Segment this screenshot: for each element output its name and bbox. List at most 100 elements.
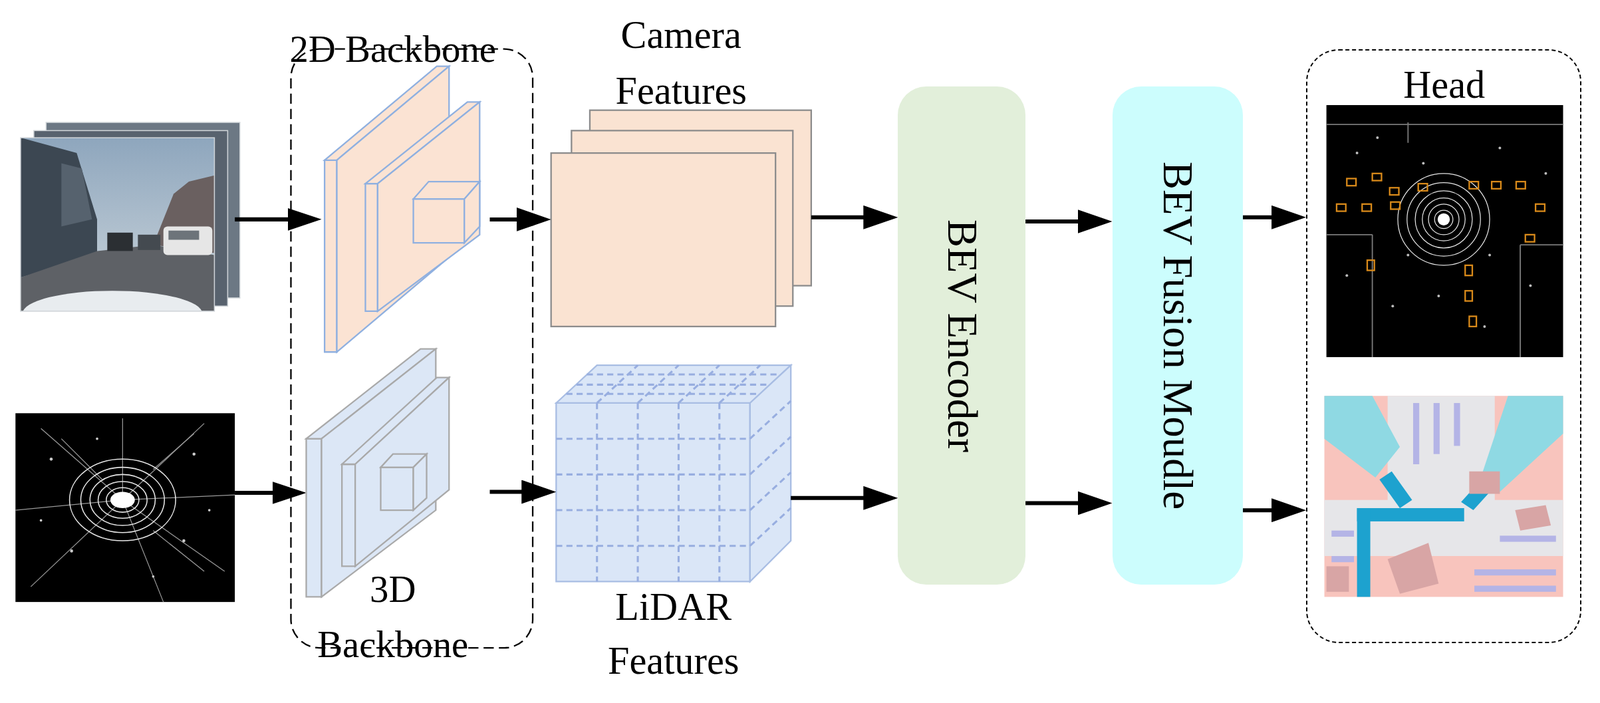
detection-output-image (1326, 105, 1564, 358)
camera-image (20, 137, 215, 312)
node-label: LiDAR Features (586, 579, 761, 688)
detection-output-image (1336, 204, 1346, 212)
flow-arrow (1025, 219, 1098, 224)
map-segmentation-image (1499, 535, 1556, 542)
cnn-backbone-symbol (324, 160, 337, 352)
lidar-scan (69, 458, 177, 541)
map-segmentation-image (1379, 471, 1412, 509)
voxel-grid-cube (750, 365, 791, 582)
camera-image (20, 137, 215, 312)
map-segmentation-image (1324, 395, 1401, 478)
detection-output-image (1535, 204, 1545, 212)
map-segmentation-image (1474, 585, 1557, 592)
detection-output-image (1415, 190, 1473, 249)
voxel-grid-cube (555, 365, 791, 582)
voxel-grid-cube (555, 365, 791, 582)
detection-output-image (1375, 136, 1379, 139)
detection-output-image (1437, 213, 1450, 226)
detection-output-image (1498, 146, 1501, 149)
feature-map-stack (551, 152, 777, 327)
node-label: Camera Features (594, 7, 769, 120)
detection-output-image (1326, 122, 1564, 358)
camera-image (137, 234, 161, 251)
lidar-scan (192, 452, 196, 456)
backbone-group-outline (290, 49, 533, 649)
map-segmentation-image (1468, 471, 1500, 495)
camera-image (22, 290, 203, 312)
lidar-scan (208, 508, 211, 512)
flow-arrow (1242, 215, 1292, 220)
lidar-scan (89, 474, 155, 526)
detection-output-image (1468, 316, 1477, 327)
detection-output-image (1372, 173, 1382, 181)
map-segmentation-image (1326, 471, 1552, 594)
lidar-scan (69, 549, 74, 553)
voxel-backbone-symbol (305, 438, 322, 598)
detection-output-image (1468, 181, 1479, 189)
detection-output-image (1355, 151, 1359, 155)
lidar-scan (49, 457, 54, 461)
voxel-grid-cube (597, 402, 720, 582)
map-segmentation-image (1331, 530, 1354, 537)
camera-image (107, 232, 133, 252)
lidar-scan (95, 437, 99, 441)
lidar-scan (98, 481, 148, 519)
node-label: 2D Backbone (260, 26, 526, 72)
detection-output-image (1418, 183, 1428, 191)
detection-output-image (1488, 254, 1491, 257)
node-label: BEV Fusion Moudle (1154, 161, 1201, 510)
detection-output-image (1421, 161, 1425, 165)
head-group: Head (1306, 49, 1582, 644)
voxel-grid-cube (555, 365, 791, 582)
detection-output-image (1367, 260, 1375, 270)
lidar-scan (106, 487, 139, 513)
cnn-backbone-symbol (365, 183, 378, 312)
camera-image (163, 226, 213, 256)
map-segmentation-image (1357, 508, 1465, 522)
detection-output-image (1326, 122, 1564, 358)
lidar-scan (69, 458, 177, 541)
detection-output-image (1326, 105, 1564, 358)
camera-image (20, 122, 241, 336)
detection-output-image (1397, 173, 1490, 266)
cnn-backbone-symbol (413, 198, 465, 243)
detection-output-image (1516, 181, 1526, 189)
feature-volume-block: LiDAR Features (555, 365, 791, 692)
map-segmentation-image (1514, 504, 1551, 531)
lidar-scan (80, 467, 165, 533)
voxel-backbone-symbol (355, 377, 449, 567)
detection-output-image (1525, 234, 1535, 243)
map-segmentation-image (1433, 402, 1440, 455)
feature-map-stack (551, 110, 812, 327)
lidar-scan (61, 433, 205, 572)
map-segmentation-image (1387, 542, 1440, 594)
lidar-scan (39, 519, 43, 523)
detection-output-image (1397, 173, 1490, 266)
flow-arrow (490, 490, 542, 495)
detection-output-image (1345, 136, 1547, 328)
voxel-grid-cube (566, 374, 781, 394)
feature-map-block: Camera Features (551, 7, 812, 327)
flow-arrow (790, 496, 884, 501)
map-segmentation-image (1326, 565, 1350, 592)
detection-output-image (1465, 290, 1473, 301)
node-label: 3D Backbone (305, 561, 480, 673)
lidar-scan (39, 437, 211, 578)
detection-output-image (1406, 254, 1410, 257)
lidar-scan (15, 412, 235, 602)
input-arrow (234, 217, 308, 222)
backbone-block: 2D Backbone (295, 26, 491, 352)
flow-arrow (811, 215, 884, 220)
map-segmentation-image (1331, 555, 1354, 562)
detection-output-image (1345, 273, 1348, 277)
detection-output-image (1346, 178, 1356, 186)
detection-output-image (1422, 198, 1466, 241)
flow-arrow (1025, 500, 1098, 505)
flow-arrow (490, 217, 537, 222)
voxel-grid-cube (555, 402, 750, 582)
camera-image (61, 162, 92, 227)
detection-output-image (1434, 210, 1454, 229)
detection-output-image (1544, 172, 1547, 175)
voxel-backbone-symbol (413, 454, 427, 511)
